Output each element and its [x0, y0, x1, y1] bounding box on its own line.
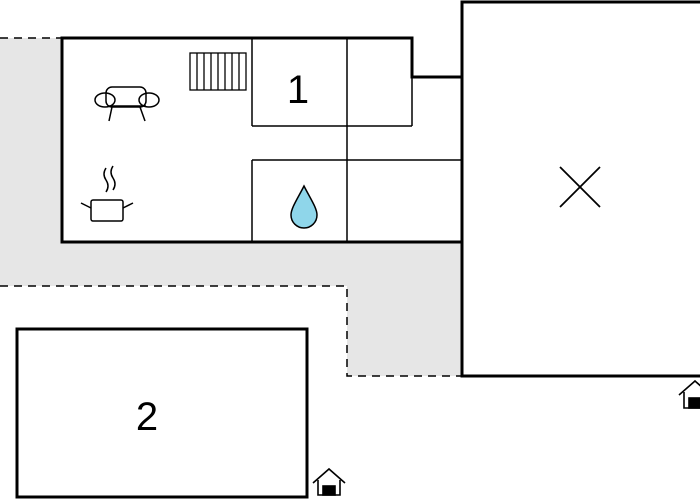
side-room-outline [460, 0, 700, 378]
house-outline [60, 36, 464, 244]
house-entrance-icon [312, 467, 346, 496]
cooking-pot-icon [80, 165, 134, 222]
outdoor-area [0, 38, 462, 376]
house-entrance-icon [678, 379, 700, 409]
sofa-icon [94, 86, 160, 122]
terrace-outline [0, 285, 462, 377]
water-drop-icon [290, 184, 318, 229]
room-2-outline [15, 327, 309, 499]
radiator-icon [189, 52, 247, 91]
room-1-label: 1 [287, 68, 309, 112]
room-2-label: 2 [136, 395, 158, 439]
interior-walls [251, 38, 462, 242]
cross-icon [559, 166, 601, 208]
